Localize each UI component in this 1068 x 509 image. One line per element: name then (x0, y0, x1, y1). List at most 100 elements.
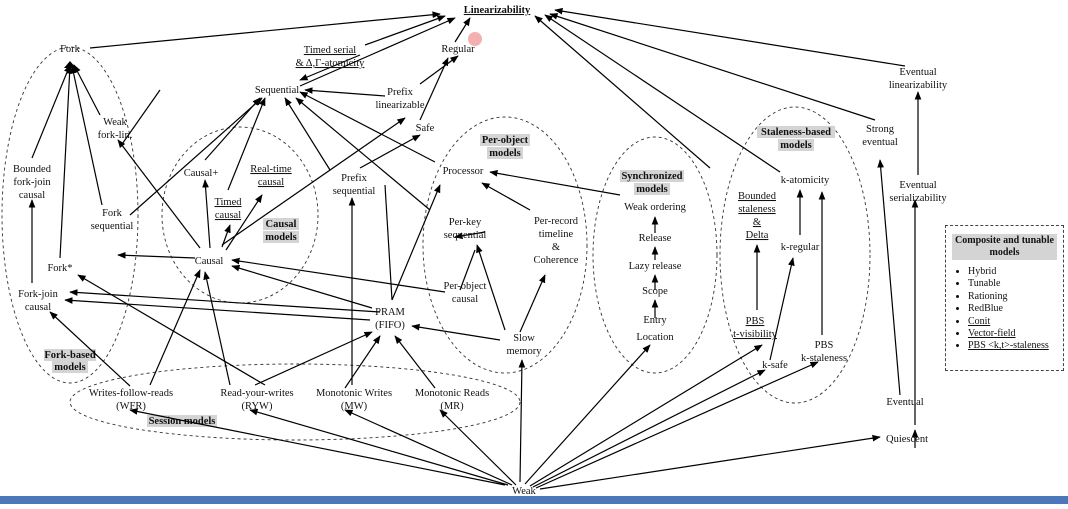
session-region (69, 363, 521, 441)
eventual-serializability-node-2: serializability (889, 193, 947, 204)
legend-item-label: Vector-field (968, 328, 1016, 340)
fork-based-label: Fork-based (44, 350, 95, 361)
bounded-fork-join-node-3: causal (19, 190, 45, 201)
legend-item: Conit (968, 316, 1063, 328)
staleness-region (719, 106, 871, 404)
per-object-label-2: models (489, 148, 521, 159)
bounded-staleness-node-2: staleness (738, 204, 775, 215)
wfr-node-2: (WFR) (116, 401, 146, 412)
strong-eventual-node-2: eventual (862, 137, 898, 148)
prefix-sequential-node-2: sequential (333, 186, 376, 197)
regular-node: Regular (441, 44, 475, 55)
prefix-sequential-node: Prefix (341, 173, 367, 184)
weak-fork-lin-node: Weak (103, 117, 127, 128)
causal-plus-node: Causal+ (184, 168, 219, 179)
node-labels: Linearizability Fork Timed serial & Δ,Γ-… (13, 5, 948, 497)
real-time-causal-node: Real-time (250, 164, 292, 175)
per-key-sequential-node: Per-key (449, 217, 482, 228)
slow-memory-node-2: memory (507, 346, 543, 357)
weak-node: Weak (512, 486, 536, 497)
pram-node-2: (FIFO) (375, 320, 405, 331)
fork-star-node: Fork* (47, 263, 72, 274)
quiescent-node: Quiescent (886, 434, 928, 445)
fork-based-label-2: models (54, 362, 86, 373)
fork-join-causal-node: Fork-join (18, 289, 58, 300)
legend-item-label: Conit (968, 315, 991, 327)
causal-models-label: Causal (266, 219, 297, 230)
timed-serial-node-2: & Δ,Γ-atomicity (296, 58, 366, 69)
mr-node: Monotonic Reads (415, 388, 489, 399)
edges (28, 7, 922, 490)
legend-item-label: Hybrid (968, 266, 997, 277)
prefix-linearizable-node: Prefix (387, 87, 413, 98)
causal-models-label-2: models (265, 232, 297, 243)
eventual-serializability-node: Eventual (899, 180, 936, 191)
per-object-region (422, 116, 588, 374)
bounded-staleness-node-4: Delta (746, 230, 769, 241)
prefix-linearizable-node-2: linearizable (376, 100, 425, 111)
bounded-fork-join-node: Bounded (13, 164, 52, 175)
legend-item: PBS <k,t>-staleness (968, 340, 1063, 352)
legend-item: RedBlue (968, 303, 1063, 315)
k-safe-node: k-safe (762, 360, 788, 371)
pbs-t-visibility-node-2: t-visibility (733, 329, 778, 340)
causal-node: Causal (195, 256, 224, 267)
per-object-causal-node-2: causal (452, 294, 478, 305)
legend-item: Tunable (968, 278, 1063, 290)
eventual-node: Eventual (886, 397, 923, 408)
weak-ordering-node: Weak ordering (624, 202, 687, 213)
lazy-release-node: Lazy release (629, 261, 682, 272)
real-time-causal-node-2: causal (258, 177, 284, 188)
synchronized-label-2: models (636, 184, 668, 195)
legend-list: HybridTunableRationingRedBlueConitVector… (946, 266, 1063, 353)
mr-node-2: (MR) (440, 401, 464, 412)
ryw-node-2: (RYW) (242, 401, 273, 412)
location-node: Location (636, 332, 674, 343)
fork-join-causal-node-2: causal (25, 302, 51, 313)
fork-sequential-node-2: sequential (91, 221, 134, 232)
sequential-node: Sequential (255, 85, 299, 96)
per-key-sequential-node-2: sequential (444, 230, 487, 241)
region-labels: Fork-based models Causal models Per-obje… (44, 126, 835, 427)
composite-tunable-legend: Composite and tunable models HybridTunab… (945, 225, 1064, 371)
pbs-k-staleness-node: PBS (815, 340, 834, 351)
fork-node: Fork (60, 44, 81, 55)
per-object-causal-node: Per-object (444, 281, 487, 292)
causal-region (161, 126, 319, 304)
per-record-timeline-node-4: Coherence (534, 255, 579, 266)
fork-based-region (1, 46, 139, 384)
wfr-node: Writes-follow-reads (89, 388, 173, 399)
legend-item-label: PBS <k,t>-staleness (968, 340, 1049, 352)
cursor-indicator (468, 32, 482, 46)
per-record-timeline-node-3: & (552, 242, 560, 253)
eventual-linearizability-node-2: linearizability (889, 80, 948, 91)
ryw-node: Read-your-writes (220, 388, 293, 399)
weak-fork-lin-node-2: fork-lin. (98, 130, 133, 141)
k-atomicity-node: k-atomicity (781, 175, 830, 186)
timed-causal-node: Timed (214, 197, 242, 208)
synchronized-label: Synchronized (621, 171, 682, 182)
per-record-timeline-node: Per-record (534, 216, 579, 227)
staleness-label-2: models (780, 140, 812, 151)
processor-node: Processor (443, 166, 484, 177)
release-node: Release (639, 233, 672, 244)
per-object-label: Per-object (482, 135, 529, 146)
legend-item: Hybrid (968, 266, 1063, 278)
legend-item-label: Tunable (968, 278, 1001, 290)
regions (1, 46, 871, 441)
legend-item-label: RedBlue (968, 303, 1003, 315)
synchronized-region (592, 136, 718, 374)
safe-node: Safe (416, 123, 435, 134)
mw-node-2: (MW) (341, 401, 368, 412)
timed-causal-node-2: causal (215, 210, 241, 221)
pram-node: PRAM (375, 307, 405, 318)
scope-node: Scope (642, 286, 668, 297)
entry-node: Entry (643, 315, 667, 326)
session-models-label: Session models (149, 416, 216, 427)
mw-node: Monotonic Writes (316, 388, 392, 399)
strong-eventual-node: Strong (866, 124, 895, 135)
per-record-timeline-node-2: timeline (539, 229, 574, 240)
legend-title: Composite and tunable models (952, 234, 1057, 260)
bounded-fork-join-node-2: fork-join (13, 177, 51, 188)
